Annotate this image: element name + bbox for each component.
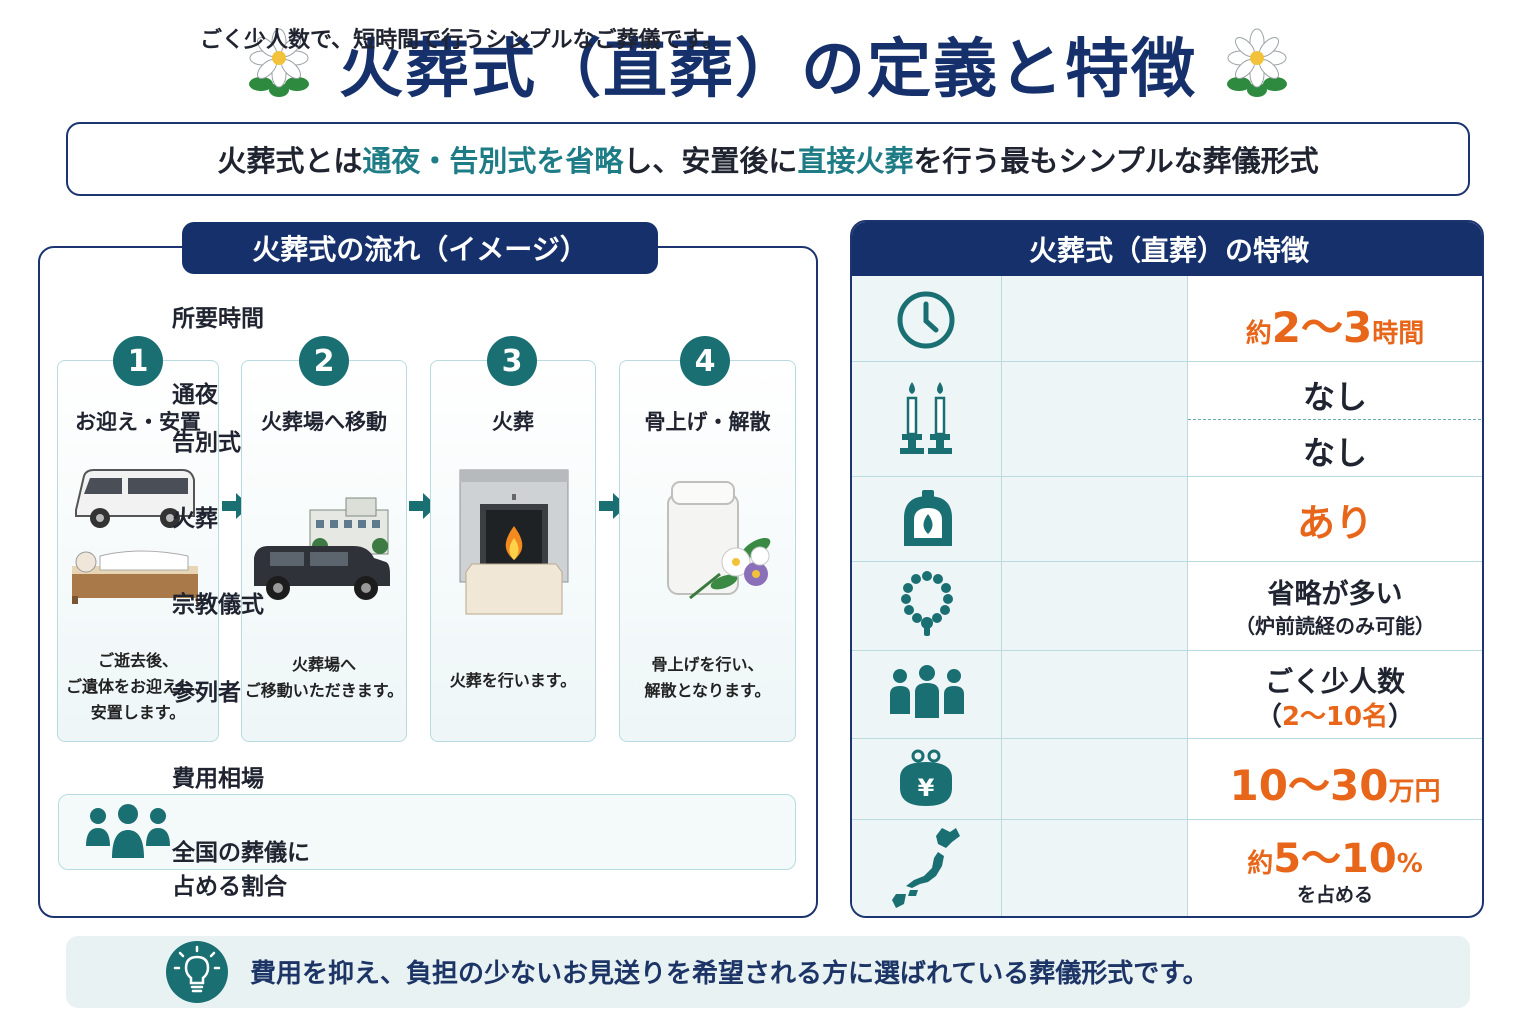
lightbulb-icon — [166, 941, 228, 1003]
step-number: 4 — [680, 336, 730, 386]
prayer-beads-icon — [901, 571, 953, 636]
people-group-icon — [86, 804, 170, 858]
step-title: 火葬 — [492, 410, 534, 434]
urn-and-flowers-icon — [667, 481, 771, 600]
feature-value: なし — [1302, 378, 1367, 416]
step-description: 火葬を行います。 — [449, 671, 577, 690]
step-title: お迎え・安置 — [75, 410, 201, 434]
feature-label: 所要時間 — [172, 306, 264, 332]
yen-purse-icon: ¥ — [900, 749, 952, 806]
page-title: 火葬式（直葬）の定義と特徴 — [339, 33, 1197, 107]
feature-label: 費用相場 — [172, 766, 264, 792]
chrysanthemum-icon — [249, 28, 309, 97]
feature-label: 通夜 — [172, 382, 218, 408]
step-description: 骨上げを行い、 解散となります。 — [644, 655, 771, 700]
definition-highlight: 通夜・告別式を省略 — [362, 144, 624, 178]
feature-label: 占める割合 — [172, 874, 287, 900]
row-divider-dashed — [1188, 419, 1482, 420]
definition-text: を行う最もシンプルな葬儀形式 — [913, 144, 1319, 178]
feature-value: ごく少人数 — [1264, 665, 1405, 698]
row-divider — [852, 650, 1482, 651]
feature-value: 約2～3時間 — [1245, 303, 1425, 352]
cremation-furnace-icon — [459, 469, 569, 615]
cremation-furnace-icon — [904, 490, 952, 546]
van-and-bed-icon — [72, 469, 198, 604]
definition-text: 火葬式とは — [217, 144, 363, 178]
bottom-banner — [66, 936, 1470, 1008]
people-icon — [890, 665, 964, 718]
banner-text: 費用を抑え、負担の少ないお見送りを希望される方に選ばれている葬儀形式です。 — [250, 959, 1209, 989]
step-description: ご逝去後、 ご遺体をお迎えし、 安置します。 — [65, 651, 210, 722]
row-divider — [852, 361, 1482, 362]
title-row: 火葬式（直葬）の定義と特徴 — [0, 14, 1536, 114]
step-description: 火葬場へ ご移動いただきます。 — [244, 655, 404, 700]
row-divider — [852, 738, 1482, 739]
chrysanthemum-icon — [1227, 28, 1287, 97]
feature-value: なし — [1302, 434, 1367, 472]
clock-icon — [897, 291, 955, 349]
hearse-icon — [254, 497, 390, 600]
candles-icon — [900, 382, 952, 454]
icon-column — [852, 276, 1002, 916]
feature-subvalue: を占める — [1296, 884, 1373, 906]
feature-value: 10～30万円 — [1229, 761, 1441, 810]
feature-label: 宗教儀式 — [172, 592, 264, 618]
feature-label: 火葬 — [172, 506, 218, 532]
step-title: 火葬場へ移動 — [261, 410, 387, 434]
step-number: 3 — [487, 336, 537, 386]
feature-value: 約5～10% — [1247, 836, 1423, 882]
flow-header: 火葬式の流れ（イメージ） — [182, 222, 658, 274]
step-number: 2 — [299, 336, 349, 386]
flow-note — [58, 794, 796, 870]
step-title: 骨上げ・解散 — [644, 410, 771, 434]
feature-label: 参列者 — [172, 680, 241, 706]
feature-label: 告別式 — [172, 430, 241, 456]
features-header: 火葬式（直葬）の特徴 — [852, 222, 1482, 276]
label-column — [1002, 276, 1188, 916]
svg-text:¥: ¥ — [918, 774, 935, 802]
row-divider — [852, 476, 1482, 477]
definition-highlight: 直接火葬 — [797, 144, 914, 178]
definition-text: し、安置後に — [623, 144, 798, 178]
step-number: 1 — [113, 336, 163, 386]
row-divider — [852, 819, 1482, 820]
flow-note-text: ごく少人数で、短時間で行うシンプルなご葬儀です。 — [200, 28, 725, 53]
definition-box: 火葬式とは通夜・告別式を省略し、安置後に直接火葬を行う最もシンプルな葬儀形式 — [66, 122, 1470, 196]
japan-map-icon — [892, 828, 960, 908]
feature-value: あり — [1296, 501, 1373, 545]
feature-value: 省略が多い — [1267, 579, 1403, 610]
row-divider — [852, 561, 1482, 562]
feature-subvalue: （炉前読経のみ可能） — [1235, 614, 1435, 638]
feature-subvalue: （2～10名） — [1255, 702, 1415, 732]
features-table: 火葬式（直葬）の特徴 — [850, 220, 1484, 918]
feature-label: 全国の葬儀に — [172, 840, 310, 866]
